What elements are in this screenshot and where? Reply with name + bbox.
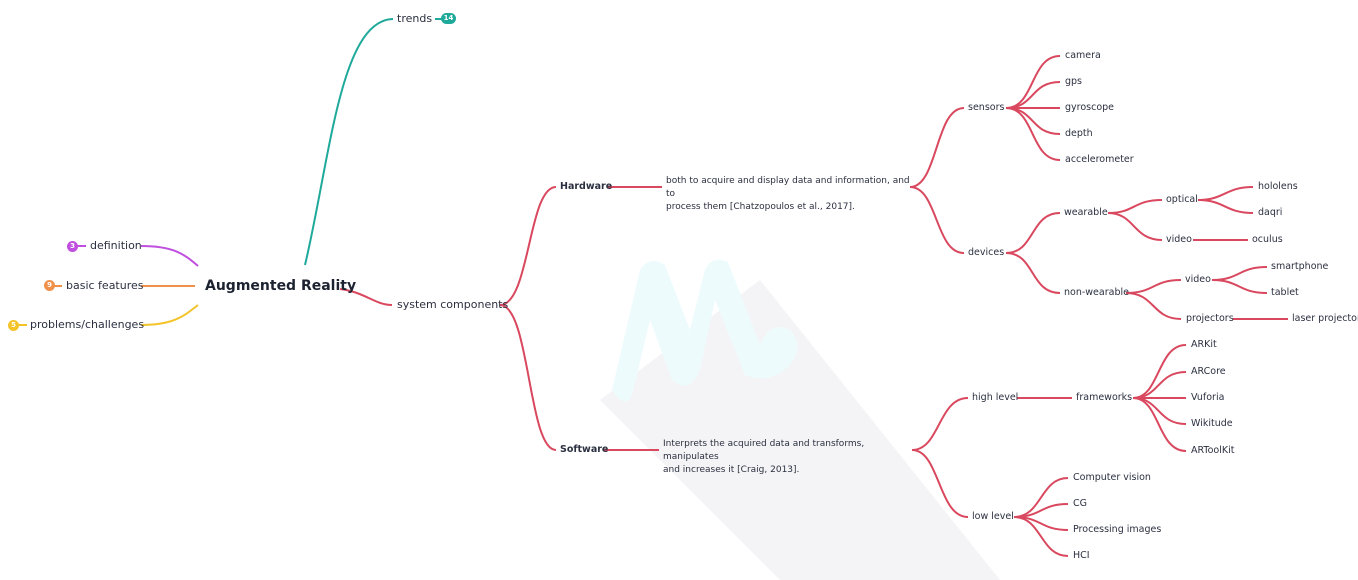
wearable-optical-connector <box>1107 199 1163 214</box>
hardware-devices-connector <box>909 186 965 254</box>
topic-projectors[interactable]: projectors <box>1186 313 1234 324</box>
lowlevel-computer-vision[interactable]: Computer vision <box>1073 472 1151 483</box>
sensor-gyroscope[interactable]: gyroscope <box>1065 102 1115 113</box>
root-system-connector <box>339 288 393 306</box>
topic-devices[interactable]: devices <box>968 247 1005 258</box>
sensor-connector-accelerometer <box>1005 107 1061 161</box>
system-hardware-connector <box>499 186 557 306</box>
software-lowlevel-connector <box>911 449 969 518</box>
topic-wearable-video[interactable]: video <box>1166 234 1192 245</box>
software-description-line-1: Interprets the acquired data and transfo… <box>663 439 865 462</box>
topic-high-level[interactable]: high level <box>972 392 1019 403</box>
nonwearable-projectors-connector <box>1125 292 1182 320</box>
software-description[interactable]: Interprets the acquired data and transfo… <box>663 438 915 477</box>
optical-daqri-connector <box>1197 199 1254 214</box>
watermark-glyph <box>612 259 798 402</box>
hardware-description-line-2: process them [Chatzopoulos et al., 2017]… <box>666 202 855 212</box>
device-tablet[interactable]: tablet <box>1271 287 1299 298</box>
framework-arkit[interactable]: ARKit <box>1191 339 1217 350</box>
topic-wearable[interactable]: wearable <box>1064 207 1108 218</box>
framework-connector-artoolkit <box>1132 397 1187 452</box>
basic-features-count-badge[interactable]: 9 <box>44 280 55 291</box>
sensor-depth[interactable]: depth <box>1065 128 1093 139</box>
framework-arcore[interactable]: ARCore <box>1191 366 1226 377</box>
problems-connector <box>140 304 199 326</box>
definition-count-badge[interactable]: 3 <box>67 241 78 252</box>
framework-connector-arcore <box>1132 371 1187 399</box>
device-hololens[interactable]: hololens <box>1258 181 1298 192</box>
topic-hardware[interactable]: Hardware <box>560 181 613 192</box>
problems-count-badge[interactable]: 5 <box>8 320 19 331</box>
sensor-accelerometer[interactable]: accelerometer <box>1065 154 1134 165</box>
topic-basic-features[interactable]: basic features <box>66 279 144 292</box>
sensor-connector-depth <box>1005 107 1061 135</box>
trends-count-badge[interactable]: 14 <box>441 13 456 24</box>
lowlevel-connector-hci <box>1013 516 1069 557</box>
topic-software[interactable]: Software <box>560 444 609 455</box>
device-oculus[interactable]: oculus <box>1252 234 1283 245</box>
device-laser-projector[interactable]: laser projector <box>1292 313 1358 324</box>
topic-frameworks[interactable]: frameworks <box>1076 392 1133 403</box>
hardware-description-line-1: both to acquire and display data and inf… <box>666 176 910 199</box>
hardware-description[interactable]: both to acquire and display data and inf… <box>666 175 911 214</box>
software-description-line-2: and increases it [Craig, 2013]. <box>663 465 800 475</box>
video-tablet-connector <box>1211 279 1268 294</box>
device-daqri[interactable]: daqri <box>1258 207 1283 218</box>
topic-non-wearable[interactable]: non-wearable <box>1064 287 1129 298</box>
topic-system-components[interactable]: system components <box>397 298 509 311</box>
root-topic[interactable]: Augmented Reality <box>205 278 357 294</box>
framework-vuforia[interactable]: Vuforia <box>1191 392 1225 403</box>
definition-connector <box>140 245 199 267</box>
sensor-gps[interactable]: gps <box>1065 76 1083 87</box>
wearable-video-connector <box>1107 212 1163 241</box>
sensor-connector-gps <box>1005 81 1061 109</box>
software-highlevel-connector <box>911 397 969 451</box>
device-smartphone[interactable]: smartphone <box>1271 261 1329 272</box>
topic-low-level[interactable]: low level <box>972 511 1014 522</box>
framework-connector-arkit <box>1132 344 1187 399</box>
optical-hololens-connector <box>1197 186 1254 201</box>
video-smartphone-connector <box>1211 266 1268 281</box>
topic-optical[interactable]: optical <box>1166 194 1198 205</box>
system-connectors <box>339 55 1288 557</box>
framework-wikitude[interactable]: Wikitude <box>1191 418 1233 429</box>
lowlevel-cg[interactable]: CG <box>1073 498 1087 509</box>
framework-artoolkit[interactable]: ARToolKit <box>1191 445 1235 456</box>
sensor-camera[interactable]: camera <box>1065 50 1101 61</box>
lowlevel-processing-images[interactable]: Processing images <box>1073 524 1162 535</box>
hardware-sensors-connector <box>909 107 965 188</box>
topic-sensors[interactable]: sensors <box>968 102 1005 113</box>
lowlevel-hci[interactable]: HCI <box>1073 550 1090 561</box>
devices-nonwearable-connector <box>1005 252 1061 294</box>
trends-connector <box>304 18 394 266</box>
framework-connector-wikitude <box>1132 397 1187 425</box>
nonwearable-video-connector <box>1125 279 1182 294</box>
system-software-connector <box>499 304 557 451</box>
topic-problems-challenges[interactable]: problems/challenges <box>30 318 145 331</box>
topic-nonwearable-video[interactable]: video <box>1185 274 1211 285</box>
topic-definition[interactable]: definition <box>90 239 142 252</box>
topic-trends[interactable]: trends <box>397 12 433 25</box>
devices-wearable-connector <box>1005 212 1061 254</box>
